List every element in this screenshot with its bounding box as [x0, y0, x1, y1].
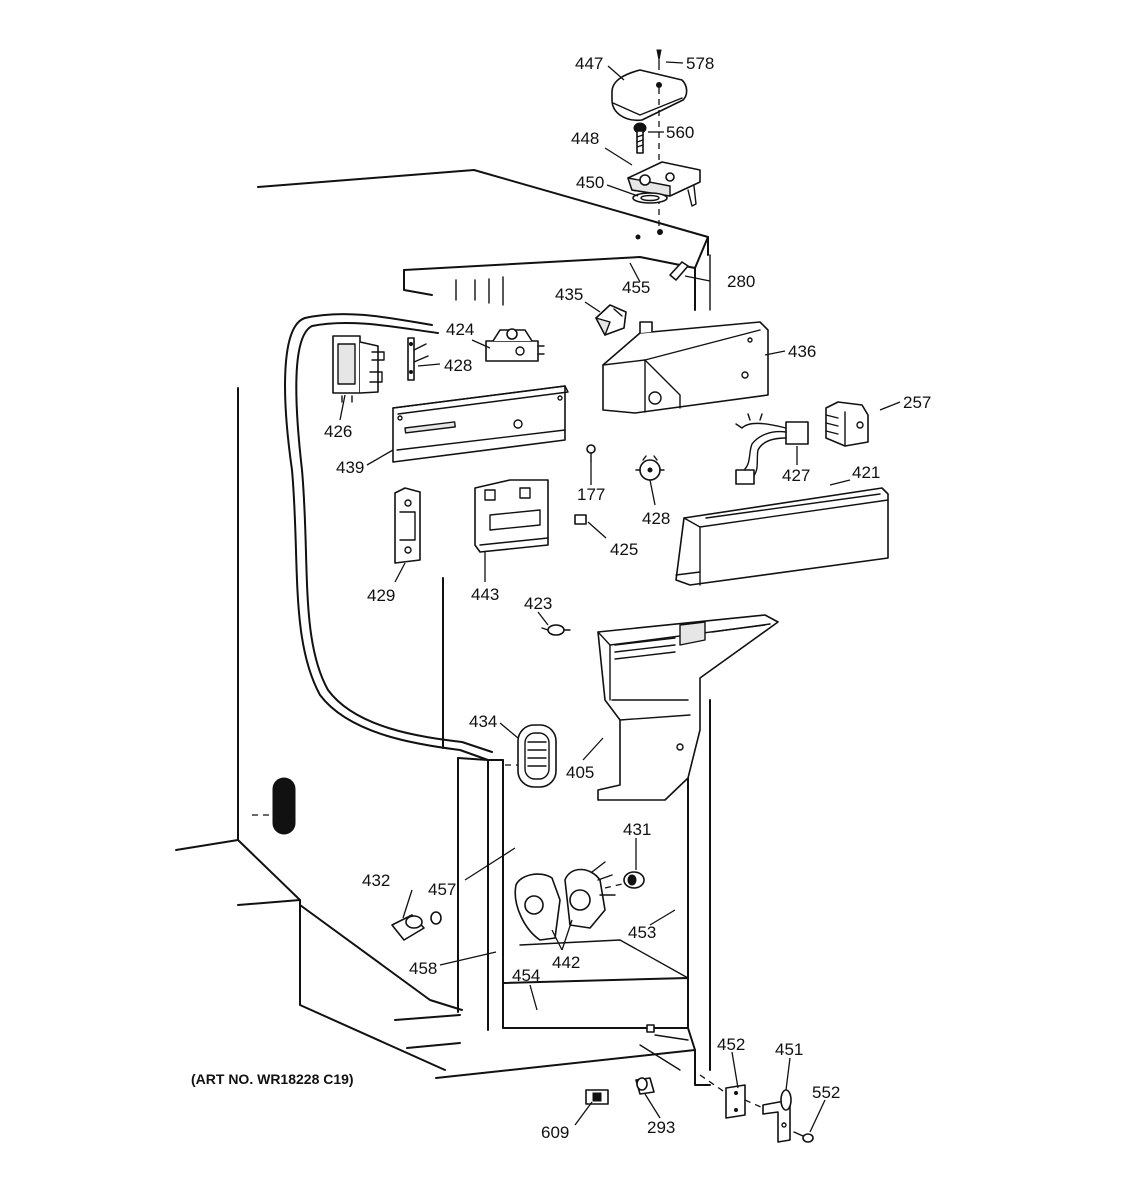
part-432 — [391, 911, 442, 941]
top-hinge-cover — [611, 69, 688, 122]
callout-436: 436 — [788, 342, 816, 361]
part-434-grille — [517, 724, 557, 788]
part-452-plate — [725, 1084, 746, 1119]
callout-435: 435 — [555, 285, 583, 304]
part-429-bracket — [394, 487, 421, 564]
callout-labels: 578 447 560 448 450 455 280 435 424 428 … — [324, 54, 931, 1142]
callout-560: 560 — [666, 123, 694, 142]
side-vent — [272, 777, 296, 835]
callout-578: 578 — [686, 54, 714, 73]
callout-257: 257 — [903, 393, 931, 412]
part-435 — [595, 304, 627, 336]
callout-439: 439 — [336, 458, 364, 477]
callout-453: 453 — [628, 923, 656, 942]
callout-426: 426 — [324, 422, 352, 441]
part-609 — [585, 1089, 609, 1105]
callout-454: 454 — [512, 966, 540, 985]
part-257-timer — [825, 401, 869, 447]
part-405-duct — [597, 614, 779, 801]
part-280 — [669, 261, 689, 281]
callout-429: 429 — [367, 586, 395, 605]
cabinet-outline — [175, 169, 711, 1086]
callout-428-top: 428 — [444, 356, 472, 375]
hinge-bolt — [633, 122, 647, 154]
callout-448: 448 — [571, 129, 599, 148]
callout-455: 455 — [622, 278, 650, 297]
part-423-bulb — [541, 624, 571, 636]
part-293 — [635, 1077, 655, 1095]
callout-431: 431 — [623, 820, 651, 839]
part-431 — [623, 871, 645, 889]
callout-423: 423 — [524, 594, 552, 613]
callout-434: 434 — [469, 712, 497, 731]
callout-177: 177 — [577, 485, 605, 504]
part-428-knob — [635, 455, 665, 481]
hinge-washer — [632, 192, 668, 204]
part-442-fan — [514, 861, 616, 941]
duct-grille — [614, 623, 771, 660]
part-424 — [485, 328, 545, 362]
callout-428-knob: 428 — [642, 509, 670, 528]
callout-421: 421 — [852, 463, 880, 482]
callout-447: 447 — [575, 54, 603, 73]
art-number: (ART NO. WR18228 C19) — [191, 1071, 354, 1087]
callout-443: 443 — [471, 585, 499, 604]
part-177-screw — [586, 444, 596, 463]
callout-424: 424 — [446, 320, 474, 339]
wire-harness — [284, 313, 493, 761]
callout-452: 452 — [717, 1035, 745, 1054]
callout-457: 457 — [428, 880, 456, 899]
hinge-screw-top — [656, 49, 662, 70]
callout-405: 405 — [566, 763, 594, 782]
part-427-harness — [735, 413, 809, 485]
part-451-hinge — [762, 1089, 792, 1143]
callout-450: 450 — [576, 173, 604, 192]
callout-425: 425 — [610, 540, 638, 559]
callout-280: 280 — [727, 272, 755, 291]
part-428-top — [407, 337, 429, 381]
part-552-screw — [793, 1131, 814, 1143]
callout-432: 432 — [362, 871, 390, 890]
callout-451: 451 — [775, 1040, 803, 1059]
part-436-housing — [602, 321, 769, 414]
part-439-bracket — [392, 385, 569, 463]
callout-552: 552 — [812, 1083, 840, 1102]
part-426 — [332, 335, 385, 403]
leader-lines — [339, 61, 901, 1133]
part-425 — [574, 514, 587, 525]
part-443-bracket — [474, 479, 549, 553]
top-hinge — [627, 161, 701, 207]
callout-427: 427 — [782, 466, 810, 485]
callout-609: 609 — [541, 1123, 569, 1142]
callout-442: 442 — [552, 953, 580, 972]
callout-293: 293 — [647, 1118, 675, 1137]
callout-458: 458 — [409, 959, 437, 978]
part-421-channel — [675, 487, 889, 586]
